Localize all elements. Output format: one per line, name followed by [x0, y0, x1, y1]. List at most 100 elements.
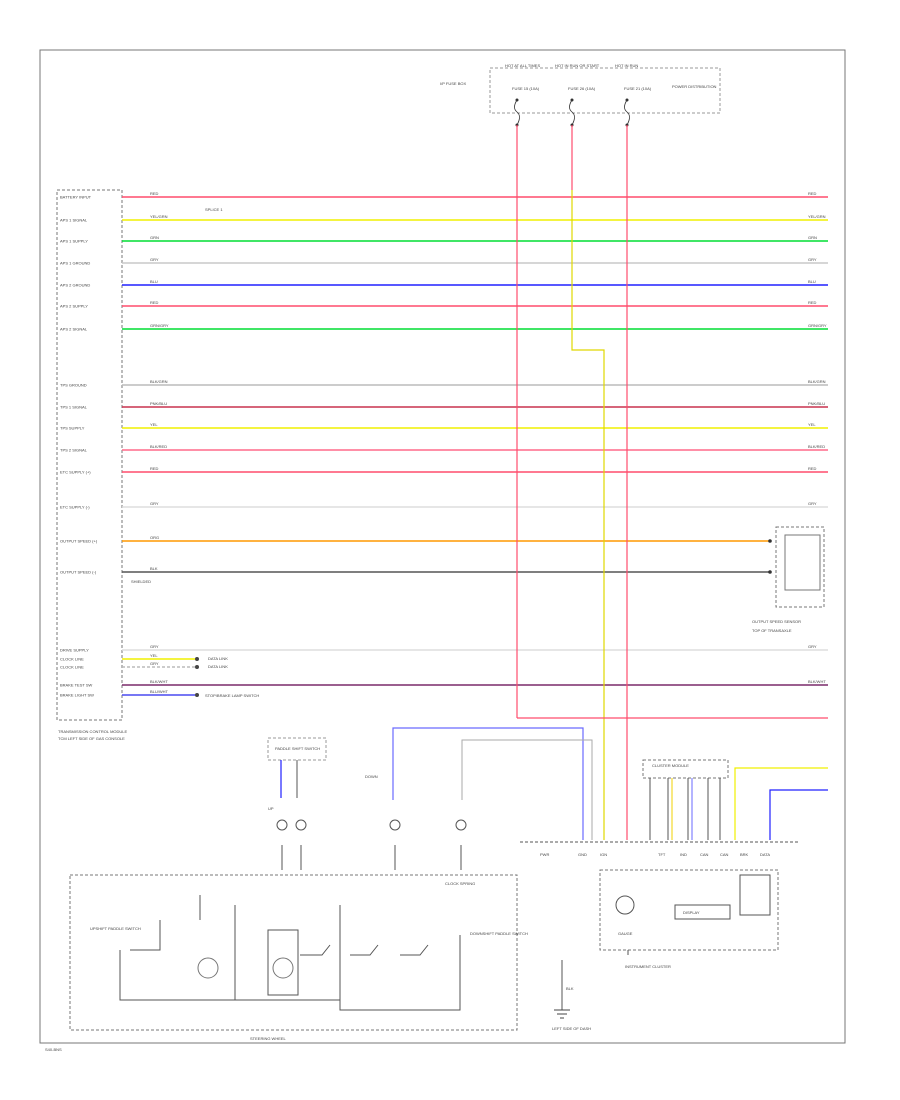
paddle-down-label: DOWN [365, 774, 378, 779]
cluster-pin-label: BRK [740, 852, 749, 857]
tcm-pin-label: APS 1 SUPPLY [60, 239, 88, 244]
tcm-wire-color-label-right: RED [808, 466, 817, 471]
output-speed-sensor-note: TOP OF TRANSAXLE [752, 628, 792, 633]
fuse-2 [569, 98, 575, 127]
downshift-text: DOWNSHIFT PADDLE SWITCH [470, 931, 528, 936]
brake-switch-note: STOP/BRAKE LAMP SWITCH [205, 693, 259, 698]
cluster-pin-label: GND [578, 852, 587, 857]
tcm-ground-label: TCM LEFT SIDE OF GAS CONSOLE [58, 736, 125, 741]
frame-code: S40-BNS [45, 1047, 62, 1052]
cluster-pin-label: DATA [760, 852, 770, 857]
tcm-wire-color-label-right: GRY [808, 257, 817, 262]
paddle-up-connector [276, 819, 288, 831]
tcm-wire-color-label-right: GRY [808, 501, 817, 506]
power-label-3: HOT IN RUN [615, 63, 638, 68]
tcm-wire-color-label: RED [150, 466, 159, 471]
tcm-pin-label: OUTPUT SPEED (-) [60, 570, 97, 575]
upshift-text: UPSHIFT PADDLE SWITCH [90, 926, 141, 931]
tcm-wire-color-label: GRY [150, 257, 159, 262]
tcm-wire-color-label: RED [150, 191, 159, 196]
cluster-pin-label: CAN [720, 852, 729, 857]
paddle-mode-connector [389, 819, 401, 831]
cluster-pin-label: TFT [658, 852, 666, 857]
shielded-note: SHIELDED [131, 579, 151, 584]
tcm-wire-color-label-right: PNK/BLU [808, 401, 825, 406]
ground-icon [554, 1009, 570, 1019]
paddle-shift-section: PADDLE SHIFT SWITCH UP DOWN STEERING WHE… [69, 737, 528, 1041]
gray-paddle-wire [461, 739, 593, 840]
ground-label: LEFT SIDE OF DASH [552, 1026, 591, 1031]
diagram-border [39, 49, 846, 1044]
tcm-wire-color-label-right: BLK/WHT [808, 679, 826, 684]
cluster-pin-label: CAN [700, 852, 709, 857]
cluster-label: INSTRUMENT CLUSTER [625, 964, 671, 969]
fuse-label-2: FUSE 26 (10A) [568, 86, 596, 91]
tcm-wire-color-label-right: GRN/GRY [808, 323, 827, 328]
cluster-gauge-icon [615, 895, 635, 915]
tcm-pin-label: TPS 1 SIGNAL [60, 405, 88, 410]
tcm-wire-color-label-right: YEL/GRN [808, 214, 826, 219]
cluster-pin-label: IND [680, 852, 687, 857]
cluster-module-label: CLUSTER MODULE [652, 763, 689, 768]
tcm-box [56, 189, 123, 721]
tcm-wire-color-label: BLK/WHT [150, 679, 168, 684]
steering-wheel-box [69, 874, 518, 1031]
fuse2-yellow-wire [571, 190, 605, 840]
tcm-wire-color-label: GRY [150, 644, 159, 649]
cluster-gauge-label: GAUGE [618, 931, 633, 936]
fuse-box-dashed [489, 67, 721, 114]
paddle-switch-label: PADDLE SHIFT SWITCH [275, 746, 320, 751]
tcm-wire-color-label: BLU [150, 279, 158, 284]
cluster-pin-label: IGN [600, 852, 607, 857]
tcm-wire-color-label: GRN [150, 235, 159, 240]
output-speed-sensor-label: OUTPUT SPEED SENSOR [752, 619, 801, 624]
tcm-wire-color-label: YEL [150, 653, 158, 658]
tcm-pin-label: TPS SUPPLY [60, 426, 85, 431]
cluster-display-label: DISPLAY [683, 910, 700, 915]
data-link-note: DATA LINK [208, 656, 228, 661]
tcm-wire-color-label-right: GRN [808, 235, 817, 240]
paddle-gnd-connector [455, 819, 467, 831]
tcm-pin-label: BRAKE TEST SW [60, 683, 93, 688]
tcm-wire-color-label: YEL [150, 422, 158, 427]
output-speed-sensor: OUTPUT SPEED SENSOR TOP OF TRANSAXLE [752, 526, 825, 633]
tcm-pin-label: CLOCK LINE [60, 665, 84, 670]
steering-wheel-label: STEERING WHEEL [250, 1036, 287, 1041]
tcm-label: TRANSMISSION CONTROL MODULE [58, 729, 128, 734]
tcm-pin-label: TPS GROUND [60, 383, 87, 388]
cluster-display [674, 904, 731, 920]
tcm-wire-color-label: YEL/GRN [150, 214, 168, 219]
tcm-pin-label: BRAKE LIGHT SW [60, 693, 94, 698]
tcm-pin-label: CLOCK LINE [60, 657, 84, 662]
power-distribution-label: POWER DISTRIBUTION [672, 84, 717, 89]
tcm-wire-color-label: ORG [150, 535, 159, 540]
tcm-pin-label: APS 2 SUPPLY [60, 304, 88, 309]
tcm-pin-label: DRIVE SUPPLY [60, 648, 89, 653]
upshift-switch-icon [197, 957, 219, 979]
tcm-wire-color-label: GRY [150, 661, 159, 666]
data-link-note-2: DATA LINK [208, 664, 228, 669]
clock-line-arrows [195, 657, 199, 697]
paddle-up-label: UP [268, 806, 274, 811]
tcm-wire-color-label-right: BLK/GRN [808, 379, 826, 384]
tcm-wire-color-label: BLK [150, 566, 158, 571]
power-distribution: HOT AT ALL TIMES HOT IN RUN OR START HOT… [440, 63, 721, 127]
clock-spring-label: CLOCK SPRING [445, 881, 475, 886]
tcm-pin-label: TPS 2 SIGNAL [60, 448, 88, 453]
tcm-pin-label: BATTERY INPUT [60, 195, 92, 200]
tcm-wire-color-label: GRN/GRY [150, 323, 169, 328]
cluster-blue-feed [769, 789, 828, 840]
tcm-wire-color-label: RED [150, 300, 159, 305]
cluster-box [599, 869, 779, 951]
paddle-down-connector [295, 819, 307, 831]
vertical-feed-wires [392, 125, 828, 840]
tcm-wire-color-label: BLK/GRN [150, 379, 168, 384]
tcm-wire-color-label-right: RED [808, 191, 817, 196]
tcm-pin-label: ETC SUPPLY (+) [60, 470, 91, 475]
cluster-yellow-feed [734, 767, 828, 840]
tcm-wire-color-label-right: YEL [808, 422, 816, 427]
splice-note: SPLICE 1 [205, 207, 223, 212]
